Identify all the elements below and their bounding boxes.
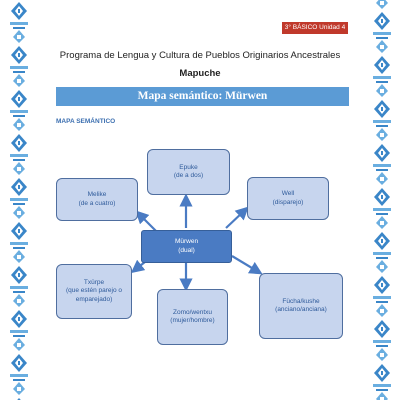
node-meaning: (de a cuatro) — [78, 199, 116, 207]
node-meaning: (mujer/hombre) — [170, 317, 215, 324]
node-word: Epuke — [179, 163, 198, 171]
arrow-to-fucha — [231, 255, 263, 275]
semantic-map-banner: Mapa semántico: Mürwen — [56, 87, 349, 106]
center-word: Mürwen — [174, 238, 199, 245]
people-subtitle: Mapuche — [179, 68, 221, 79]
node-line: emparejado) — [75, 295, 113, 303]
node-word: Fücha/kushe — [282, 297, 320, 305]
unit-tab: 3° BÁSICO Unidad 4 — [282, 22, 348, 34]
node-txurpe: Txürpe (que estén parejo o emparejado) — [56, 264, 132, 319]
node-word: Well — [281, 190, 295, 197]
node-meaning: (de a dos) — [173, 172, 204, 179]
node-center-murwen: Mürwen (dual) — [141, 230, 232, 263]
section-label: MAPA SEMÁNTICO — [56, 118, 116, 125]
arrow-to-melike — [135, 210, 157, 232]
node-line: Txürpe — [83, 278, 105, 286]
node-word: Zomo/wentxu — [172, 308, 213, 316]
node-well: Well (disparejo) — [247, 177, 329, 220]
node-zomo: Zomo/wentxu (mujer/hombre) — [157, 289, 228, 345]
node-epuke: Epuke (de a dos) — [147, 149, 230, 195]
node-word: Melike — [87, 191, 107, 198]
decorative-border-right — [371, 0, 393, 400]
node-line: (que estén parejo o — [65, 287, 122, 295]
node-meaning: (anciano/anciana) — [275, 306, 327, 313]
node-melike: Melike (de a cuatro) — [56, 178, 138, 221]
arrow-to-well — [225, 206, 249, 229]
node-meaning: (disparejo) — [272, 198, 304, 206]
program-title: Programa de Lengua y Cultura de Pueblos … — [59, 50, 341, 61]
center-meaning: (dual) — [178, 246, 195, 254]
decorative-border-left — [8, 0, 30, 400]
node-fucha: Fücha/kushe (anciano/anciana) — [259, 273, 343, 339]
